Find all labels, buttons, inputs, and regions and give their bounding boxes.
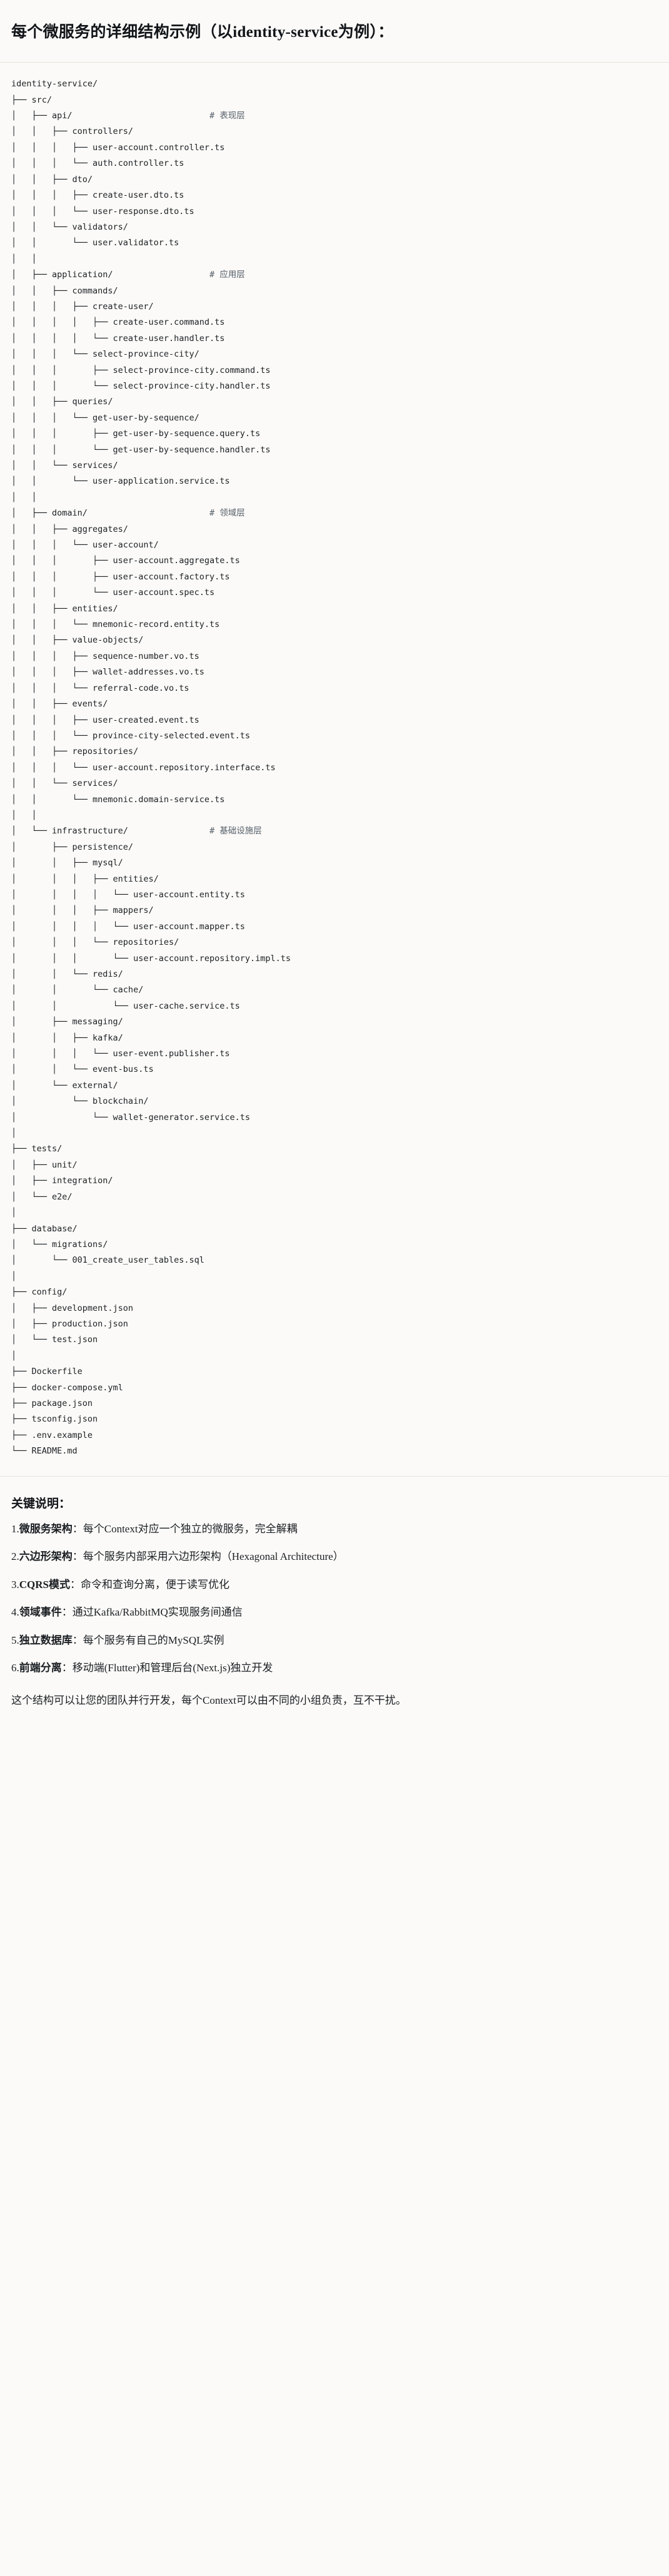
note-item: 1.微服务架构：每个Context对应一个独立的微服务，完全解耦: [11, 1521, 658, 1537]
tree-comment: # 表现层: [209, 111, 245, 121]
note-description: 每个服务有自己的MySQL实例: [83, 1634, 224, 1646]
note-number: 5.: [11, 1634, 19, 1646]
note-term: 领域事件: [19, 1606, 62, 1619]
directory-tree: identity-service/ ├── src/ │ ├── api/ # …: [11, 79, 291, 1457]
note-item: 4.领域事件：通过Kafka/RabbitMQ实现服务间通信: [11, 1604, 658, 1621]
tree-comment: # 领域层: [209, 508, 245, 519]
note-number: 1.: [11, 1522, 19, 1535]
note-number: 3.: [11, 1578, 19, 1591]
note-description: 移动端(Flutter)和管理后台(Next.js)独立开发: [72, 1662, 273, 1674]
note-number: 4.: [11, 1606, 19, 1619]
note-description: 通过Kafka/RabbitMQ实现服务间通信: [72, 1606, 243, 1619]
note-item: 6.前端分离：移动端(Flutter)和管理后台(Next.js)独立开发: [11, 1660, 658, 1676]
note-item: 5.独立数据库：每个服务有自己的MySQL实例: [11, 1632, 658, 1649]
tree-comment: # 应用层: [209, 270, 245, 280]
note-term: 前端分离: [19, 1662, 62, 1674]
note-colon: ：: [69, 1578, 81, 1591]
note-item: 3.CQRS模式：命令和查询分离，便于读写优化: [11, 1577, 658, 1593]
note-description: 命令和查询分离，便于读写优化: [80, 1578, 229, 1591]
document-page: 每个微服务的详细结构示例（以identity-service为例）： ident…: [0, 11, 669, 1723]
note-colon: ：: [61, 1606, 73, 1619]
note-number: 6.: [11, 1662, 19, 1674]
page-title: 每个微服务的详细结构示例（以identity-service为例）：: [11, 23, 394, 41]
note-term: CQRS模式: [19, 1578, 70, 1591]
note-term: 独立数据库: [19, 1634, 73, 1646]
directory-tree-block: identity-service/ ├── src/ │ ├── api/ # …: [0, 63, 669, 1476]
notes-title: 关键说明：: [11, 1497, 71, 1510]
note-colon: ：: [72, 1550, 83, 1563]
note-colon: ：: [72, 1522, 83, 1535]
note-description: 每个服务内部采用六边形架构（Hexagonal Architecture）: [83, 1550, 344, 1563]
note-colon: ：: [61, 1662, 73, 1674]
note-item: 2.六边形架构：每个服务内部采用六边形架构（Hexagonal Architec…: [11, 1549, 658, 1565]
notes-divider: [0, 1475, 669, 1477]
title-divider: [0, 62, 669, 63]
tree-comment: # 基础设施层: [209, 826, 262, 837]
note-colon: ：: [72, 1634, 83, 1646]
note-term: 微服务架构: [19, 1522, 73, 1535]
note-description: 每个Context对应一个独立的微服务，完全解耦: [83, 1522, 298, 1535]
closing-paragraph: 这个结构可以让您的团队并行开发，每个Context可以由不同的小组负责，互不干扰…: [11, 1694, 406, 1706]
note-number: 2.: [11, 1550, 19, 1563]
note-term: 六边形架构: [19, 1550, 73, 1563]
